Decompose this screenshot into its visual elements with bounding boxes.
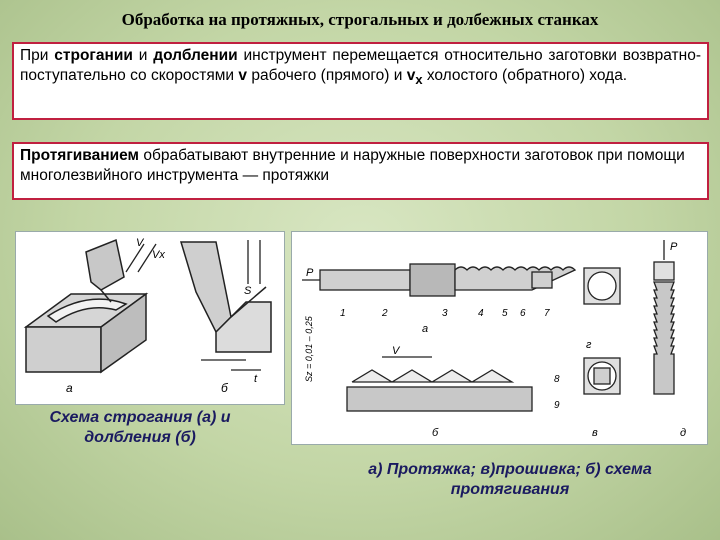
term-slotting: долблении (153, 47, 238, 64)
label-v-cyr: в (592, 427, 598, 439)
svg-text:7: 7 (544, 308, 550, 319)
label-a: а (422, 323, 428, 335)
page-title: Обработка на протяжных, строгальных и до… (121, 10, 599, 29)
term-broaching: Протягиванием (20, 147, 140, 164)
section-numbers: 1 2 3 4 5 6 7 8 9 (340, 308, 560, 411)
workpiece-a (23, 292, 149, 374)
text: и (132, 47, 154, 64)
svg-text:9: 9 (554, 400, 560, 411)
text: холостого (обратного) хода. (422, 67, 628, 84)
label-s: S (244, 285, 252, 297)
svg-text:2: 2 (381, 308, 388, 319)
label-vx: Vx (152, 249, 165, 261)
push-broach (653, 240, 675, 395)
label-a: а (66, 381, 73, 395)
text: рабочего (прямого) и (247, 67, 407, 84)
broach-sections (583, 267, 621, 395)
label-p-top: P (670, 241, 678, 253)
text: инструмент перемещается относительно заг… (20, 47, 701, 84)
term-planing: строгании (54, 47, 133, 64)
broach-tool (319, 263, 577, 297)
broaching-diagram: P 1 2 3 4 5 6 7 8 9 а V Sz = 0,01 – 0,25… (291, 231, 708, 445)
planing-text-box: При строгании и долблении инструмент пер… (12, 42, 709, 120)
text: При (20, 47, 55, 64)
symbol-vx: vx (406, 67, 423, 88)
label-d: д (680, 427, 686, 439)
caption-broaching: а) Протяжка; в)прошивка; б) схема протяг… (368, 461, 652, 498)
svg-text:8: 8 (554, 374, 560, 385)
slotting-tool (179, 241, 272, 353)
planing-slotting-svg: V Vx S t а б (23, 237, 272, 395)
velocity-arrows (125, 240, 261, 371)
symbol-v: v (238, 67, 248, 84)
svg-text:5: 5 (502, 308, 508, 319)
label-g: г (586, 339, 592, 351)
svg-text:1: 1 (340, 308, 346, 319)
label-sz: Sz = 0,01 – 0,25 (304, 315, 314, 382)
planing-tool (85, 238, 125, 303)
broaching-svg: P 1 2 3 4 5 6 7 8 9 а V Sz = 0,01 – 0,25… (302, 240, 686, 439)
svg-text:4: 4 (478, 308, 484, 319)
label-v: V (136, 237, 145, 249)
svg-text:3: 3 (442, 308, 448, 319)
label-v: V (392, 345, 401, 357)
label-b: б (432, 427, 439, 439)
label-p-left: P (306, 267, 314, 279)
label-b: б (221, 381, 229, 395)
text: обрабатывают внутренние и наружные повер… (20, 147, 685, 184)
planing-slotting-diagram: V Vx S t а б (15, 231, 285, 405)
caption-planing: Схема строгания (а) и долбления (б) (49, 409, 231, 446)
broaching-text-box: Протягиванием обрабатывают внутренние и … (12, 142, 709, 200)
label-t: t (254, 373, 258, 385)
svg-text:6: 6 (520, 308, 526, 319)
broaching-scheme (346, 356, 533, 412)
